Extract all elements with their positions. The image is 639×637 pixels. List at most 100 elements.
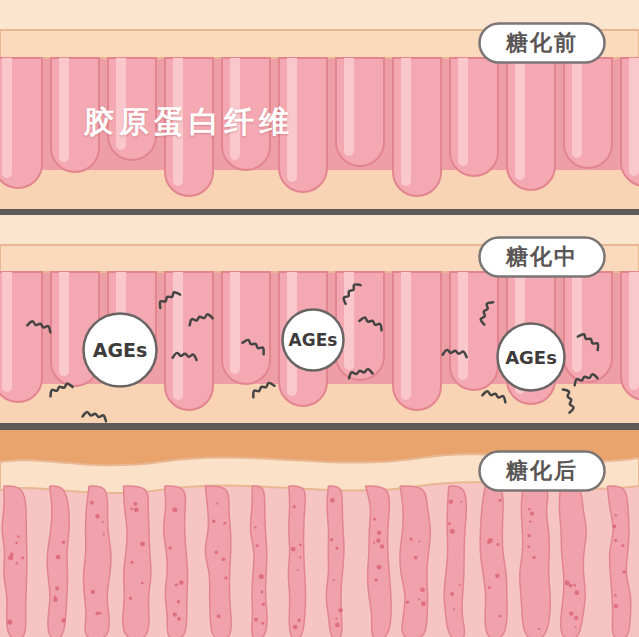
damage-spot <box>330 538 333 541</box>
damage-spot <box>421 601 426 606</box>
sugar-squiggles <box>27 282 600 421</box>
damage-spot <box>175 583 178 586</box>
damage-spot <box>622 570 626 574</box>
collagen-fiber <box>621 58 639 186</box>
damage-spot <box>21 557 24 560</box>
damage-spot <box>217 614 221 618</box>
damage-spot <box>374 578 377 581</box>
collagen-fiber <box>450 272 498 390</box>
damage-spot <box>496 543 499 546</box>
damage-spot <box>450 529 455 534</box>
damage-spot <box>129 597 132 600</box>
sugar-molecule <box>482 390 507 402</box>
sugar-molecule <box>27 320 52 332</box>
damage-spot <box>335 623 340 628</box>
sugar-molecule <box>173 352 197 360</box>
damage-spot <box>15 562 18 565</box>
damage-spot <box>373 541 375 543</box>
damaged-fiber <box>84 486 111 637</box>
damage-spot <box>56 556 59 559</box>
stage-label-pill: 糖化前 <box>478 22 606 64</box>
damaged-fiber <box>326 486 344 637</box>
sugar-molecule <box>479 300 493 324</box>
sugar-molecule <box>348 368 373 378</box>
damage-spot <box>565 580 570 585</box>
damage-spot <box>212 519 216 523</box>
fiber-highlight <box>59 272 69 376</box>
damage-spot <box>140 541 145 546</box>
damage-spot <box>614 514 617 517</box>
damage-spot <box>450 592 454 596</box>
fiber-highlight <box>2 58 12 178</box>
fiber-highlight <box>458 272 468 380</box>
damage-spot <box>299 543 302 546</box>
damage-spot <box>95 611 99 615</box>
damage-spot <box>224 576 227 579</box>
damage-spot <box>172 507 177 512</box>
divider-line <box>0 209 639 215</box>
collagen-fiber <box>393 58 441 196</box>
damage-spot <box>177 617 181 621</box>
sugar-molecule <box>573 373 598 385</box>
fiber-highlight <box>59 58 69 162</box>
damage-spot <box>612 524 616 528</box>
damage-spot <box>293 625 298 630</box>
damage-spot <box>377 565 382 570</box>
damage-spot <box>495 574 499 578</box>
damage-spot <box>214 550 218 554</box>
fiber-highlight <box>401 272 411 400</box>
fiber-highlight <box>629 58 639 176</box>
damage-spot <box>377 530 382 535</box>
damage-spot <box>7 620 12 625</box>
stage-label-pill: 糖化中 <box>478 236 606 278</box>
damage-spot <box>569 612 573 616</box>
damage-spot <box>376 538 381 543</box>
fiber-highlight <box>572 58 582 158</box>
damage-spot <box>614 594 617 597</box>
damage-spot <box>261 622 264 625</box>
damage-spot <box>222 557 226 561</box>
damage-spot <box>614 604 618 608</box>
damage-spot <box>380 544 384 548</box>
damage-spot <box>621 544 624 547</box>
damage-spot <box>141 582 144 585</box>
damage-spot <box>293 505 296 508</box>
damage-spot <box>53 597 58 602</box>
ages-label: AGEs <box>281 308 345 372</box>
damage-spot <box>529 520 531 522</box>
collagen-fiber <box>0 58 42 188</box>
sugar-molecule <box>563 388 575 413</box>
damage-spot <box>488 586 491 589</box>
damage-spot <box>297 569 299 571</box>
damage-spot <box>99 612 102 615</box>
collagen-fiber <box>0 272 42 402</box>
damage-spot <box>15 542 17 544</box>
stage-label-pill: 糖化后 <box>478 450 606 492</box>
sugar-molecule <box>359 316 383 330</box>
sugar-molecule <box>48 382 72 396</box>
collagen-fiber <box>564 272 612 382</box>
damage-spot <box>574 616 578 620</box>
damaged-fiber <box>47 486 69 637</box>
damage-spot <box>299 556 301 558</box>
fiber-highlight <box>515 58 525 180</box>
damage-spot <box>262 603 265 606</box>
sugar-molecule <box>82 411 107 421</box>
damage-spot <box>338 608 342 612</box>
sugar-molecule <box>443 349 467 357</box>
damage-spot <box>333 579 335 581</box>
damage-spot <box>530 512 534 516</box>
collagen-fiber <box>222 272 270 384</box>
damaged-fiber <box>250 486 267 637</box>
fiber-highlight <box>401 58 411 186</box>
damage-spot <box>335 618 337 620</box>
divider-line <box>0 423 639 430</box>
damage-spot <box>453 608 455 610</box>
collagen-fiber <box>507 58 555 190</box>
collagen-fiber <box>336 58 384 166</box>
damage-spot <box>179 580 184 585</box>
damaged-fiber <box>520 486 551 637</box>
damage-spot <box>418 541 420 543</box>
damaged-fiber <box>288 486 305 637</box>
damaged-fiber <box>480 486 507 637</box>
